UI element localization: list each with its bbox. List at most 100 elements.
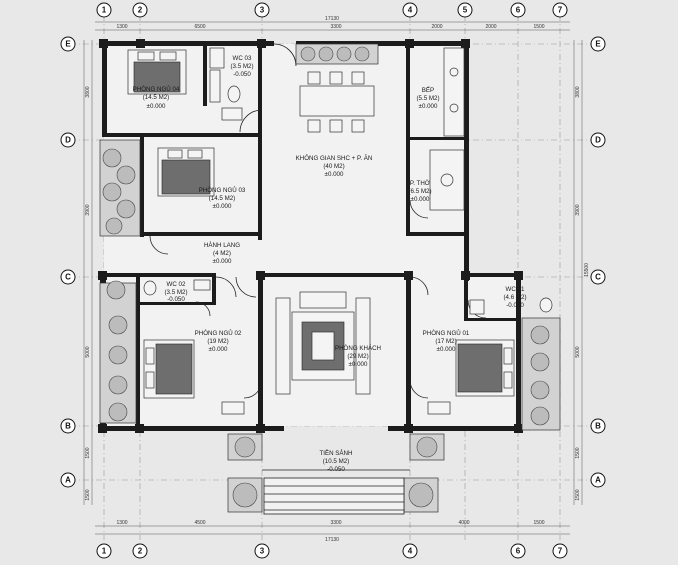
axis-label: B bbox=[595, 422, 601, 431]
room-name: P. THỜ bbox=[410, 180, 431, 187]
room-area: (3.5 M2) bbox=[164, 289, 187, 296]
axis-label: A bbox=[65, 476, 71, 485]
room-name: PHÒNG NGỦ 02 bbox=[195, 330, 242, 337]
dimension-text: 1300 bbox=[116, 24, 127, 30]
axis-bubble bbox=[60, 36, 76, 52]
dimension-text: 1300 bbox=[116, 520, 127, 526]
desks bbox=[221, 107, 451, 415]
dimension-text: 4500 bbox=[194, 520, 205, 526]
room-level: -0.050 bbox=[327, 466, 345, 473]
axis-label: 1 bbox=[102, 547, 107, 556]
axis-label: C bbox=[65, 273, 71, 282]
dimension-text: 3300 bbox=[330, 520, 341, 526]
room-tiensanh: TIỀN SẢNH (10.5 M2) -0.050 bbox=[319, 450, 352, 473]
dimension-text: 5000 bbox=[575, 346, 581, 357]
room-pn01: PHÒNG NGỦ 01 (17 M2) ±0.000 bbox=[423, 330, 470, 353]
room-level: -0.050 bbox=[233, 71, 251, 78]
bed-pn04 bbox=[127, 49, 187, 95]
dimension-text: 3300 bbox=[330, 24, 341, 30]
kitchen-counter bbox=[443, 47, 465, 137]
room-level: ±0.000 bbox=[213, 203, 232, 210]
room-level: ±0.000 bbox=[147, 103, 166, 110]
room-hanhlang: HÀNH LANG (4 M2) ±0.000 bbox=[204, 242, 240, 265]
room-level: ±0.000 bbox=[213, 258, 232, 265]
axis-label: 1 bbox=[102, 6, 107, 15]
room-bep: BẾP (5.5 M2) ±0.000 bbox=[416, 87, 439, 110]
axis-label: D bbox=[595, 136, 601, 145]
dimension-total-right: 15500 bbox=[584, 263, 590, 277]
room-name: WC 03 bbox=[233, 55, 252, 62]
axis-bubble bbox=[590, 269, 606, 285]
axis-bubble bbox=[402, 543, 418, 559]
axis-bubble bbox=[510, 2, 526, 18]
room-ptho: P. THỜ (6.5 M2) ±0.000 bbox=[408, 180, 431, 203]
room-area: (6.5 M2) bbox=[408, 188, 431, 195]
room-name: PHÒNG KHÁCH bbox=[335, 345, 381, 352]
axis-bubble bbox=[590, 418, 606, 434]
dimensions-bottom: 1300 4500 3300 4000 1500 17130 bbox=[95, 520, 570, 543]
axis-bubble bbox=[132, 2, 148, 18]
axis-bubble bbox=[402, 2, 418, 18]
dimension-text: 6500 bbox=[194, 24, 205, 30]
room-area: (29 M2) bbox=[347, 353, 368, 360]
walls bbox=[98, 39, 523, 433]
axis-label: 7 bbox=[558, 547, 563, 556]
axis-bubble bbox=[552, 2, 568, 18]
room-name: TIỀN SẢNH bbox=[319, 450, 352, 457]
axis-bubble bbox=[60, 418, 76, 434]
axis-label: 5 bbox=[463, 6, 468, 15]
axis-label: 4 bbox=[408, 547, 413, 556]
axis-bubbles-bottom: 1 2 3 4 6 7 bbox=[96, 543, 568, 559]
room-level: -0.050 bbox=[167, 296, 185, 303]
room-pn02: PHÒNG NGỦ 02 (19 M2) ±0.000 bbox=[195, 330, 242, 353]
dimension-text: 3900 bbox=[575, 204, 581, 215]
room-name: BẾP bbox=[422, 87, 434, 94]
dimension-text: 2000 bbox=[431, 24, 442, 30]
sofa-set bbox=[275, 291, 371, 395]
room-area: (3.5 M2) bbox=[230, 63, 253, 70]
axis-bubbles-left: E D C B A bbox=[60, 36, 76, 488]
axis-label: C bbox=[595, 273, 601, 282]
dimension-text: 3800 bbox=[85, 86, 91, 97]
altar bbox=[429, 149, 465, 211]
dimension-total-bottom: 17130 bbox=[325, 537, 339, 543]
room-pn03: PHÒNG NGỦ 03 (14.5 M2) ±0.000 bbox=[199, 187, 246, 210]
room-level: ±0.000 bbox=[349, 361, 368, 368]
axis-bubble bbox=[60, 132, 76, 148]
dimension-text: 5000 bbox=[85, 346, 91, 357]
axis-bubble bbox=[510, 543, 526, 559]
room-wc03: WC 03 (3.5 M2) -0.050 bbox=[230, 55, 253, 78]
dimension-text: 1500 bbox=[575, 489, 581, 500]
room-level: ±0.000 bbox=[419, 103, 438, 110]
axis-bubble bbox=[60, 269, 76, 285]
dimension-text: 1500 bbox=[85, 447, 91, 458]
dimensions-top: 17130 1300 6500 3300 2000 2000 1500 bbox=[95, 16, 570, 31]
axis-bubble bbox=[552, 543, 568, 559]
dimension-text: 1500 bbox=[533, 24, 544, 30]
room-area: (19 M2) bbox=[207, 338, 228, 345]
axis-bubble bbox=[457, 2, 473, 18]
axis-label: 4 bbox=[408, 6, 413, 15]
dimension-text: 1500 bbox=[575, 447, 581, 458]
dining-table bbox=[299, 71, 375, 133]
doors bbox=[149, 43, 487, 399]
axis-label: B bbox=[65, 422, 71, 431]
dimension-total-top: 17130 bbox=[325, 16, 339, 22]
dimension-text: 1500 bbox=[85, 489, 91, 500]
room-level: -0.050 bbox=[506, 302, 524, 309]
axis-bubble bbox=[254, 543, 270, 559]
dimension-text: 3900 bbox=[85, 204, 91, 215]
wc-fixtures bbox=[143, 47, 553, 315]
axis-bubble bbox=[590, 132, 606, 148]
bed-pn03 bbox=[157, 147, 215, 197]
axis-label: 6 bbox=[516, 547, 521, 556]
bed-pn01 bbox=[455, 339, 515, 397]
bed-pn02 bbox=[143, 339, 195, 399]
room-area: (10.5 M2) bbox=[323, 458, 349, 465]
room-level: ±0.000 bbox=[437, 346, 456, 353]
dimension-text: 2000 bbox=[485, 24, 496, 30]
room-area: (4.6 M2) bbox=[503, 294, 526, 301]
dimension-text: 4000 bbox=[458, 520, 469, 526]
dimensions-left: 3800 3900 5000 1500 1500 bbox=[83, 40, 93, 505]
